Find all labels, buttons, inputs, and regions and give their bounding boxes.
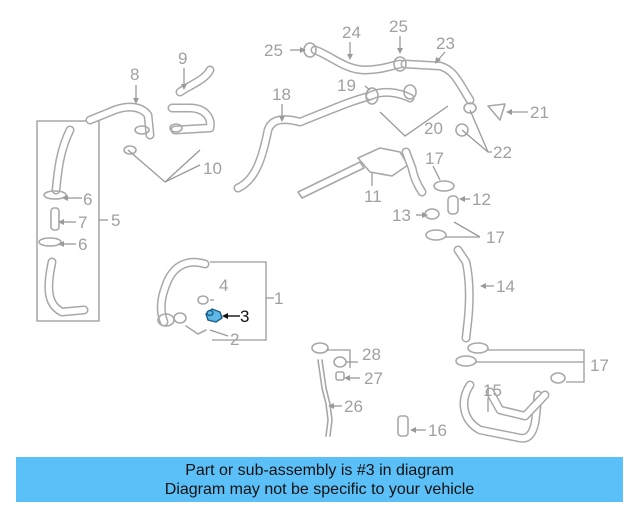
callout-20: 20 [424, 119, 443, 138]
callout-10: 10 [203, 159, 222, 178]
callout-22: 22 [493, 143, 512, 162]
banner-line-2: Diagram may not be specific to your vehi… [164, 480, 475, 498]
callout-6a: 6 [83, 190, 92, 209]
callout-26: 26 [344, 397, 363, 416]
callout-17b: 17 [486, 228, 505, 247]
callout-4: 4 [219, 276, 228, 295]
callout-1: 1 [274, 289, 283, 308]
callout-3: 3 [240, 307, 249, 326]
callout-25a: 25 [264, 41, 283, 60]
callout-18: 18 [272, 85, 291, 104]
part-14-pipe [453, 245, 494, 343]
part-group-26-27-28 [311, 342, 360, 437]
callout-6b: 6 [78, 235, 87, 254]
callout-17a: 17 [425, 149, 444, 168]
callout-23: 23 [436, 34, 455, 53]
callout-21: 21 [530, 103, 549, 122]
part-group-12-13-17 [416, 165, 481, 241]
callout-8: 8 [130, 65, 139, 84]
callout-5: 5 [111, 211, 120, 230]
callout-19: 19 [337, 76, 356, 95]
callout-28: 28 [362, 345, 381, 364]
part-group-5 [36, 120, 108, 322]
callout-15: 15 [483, 381, 502, 400]
callout-14: 14 [496, 277, 515, 296]
callout-13: 13 [392, 206, 411, 225]
banner-line-1: Part or sub-assembly is #3 in diagram [185, 461, 454, 479]
callout-7: 7 [78, 213, 87, 232]
part-11-bracket [297, 147, 427, 199]
part-group-23-24-25 [290, 36, 475, 105]
part-group-15-16-17 [397, 342, 585, 443]
callout-11: 11 [364, 187, 382, 206]
info-banner: Part or sub-assembly is #3 in diagram Di… [16, 457, 623, 502]
callout-2: 2 [230, 330, 239, 349]
callout-labels: 1 2 3 4 5 6 6 7 8 9 10 11 12 13 14 15 16… [78, 17, 609, 440]
part-3-highlight[interactable] [205, 308, 240, 323]
callout-12: 12 [472, 190, 491, 209]
callout-16: 16 [428, 421, 447, 440]
part-group-1-2-3-4 [156, 257, 274, 341]
callout-25b: 25 [389, 17, 408, 36]
part-group-19-20-21-22 [364, 84, 528, 153]
part-18-pipe [233, 91, 375, 193]
callout-17c: 17 [590, 356, 609, 375]
part-group-8-9-10 [85, 65, 215, 183]
callout-27: 27 [364, 369, 383, 388]
callout-24: 24 [342, 23, 361, 42]
callout-9: 9 [178, 49, 187, 68]
